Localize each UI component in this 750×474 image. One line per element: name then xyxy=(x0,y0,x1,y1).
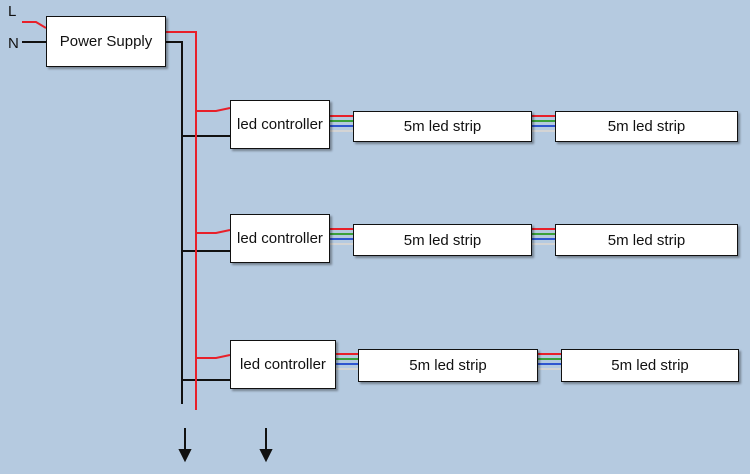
led-strip-label: 5m led strip xyxy=(611,357,689,374)
led-strip-box-3b: 5m led strip xyxy=(561,349,739,382)
led-controller-label: led controller xyxy=(237,230,323,247)
rgb-bus-bundle xyxy=(330,228,353,245)
rgb-bus-bundle xyxy=(532,228,555,245)
led-strip-box-1b: 5m led strip xyxy=(555,111,738,142)
led-strip-label: 5m led strip xyxy=(607,118,686,135)
led-strip-box-3a: 5m led strip xyxy=(358,349,538,382)
neutral-wires xyxy=(22,41,230,404)
rgb-bus-bundle xyxy=(330,115,353,132)
led-controller-box-3: led controller xyxy=(230,340,336,389)
arrows xyxy=(178,428,273,463)
rgb-bus-bundle xyxy=(532,115,555,132)
led-strip-label: 5m led strip xyxy=(403,231,482,249)
live-branch-row3 xyxy=(196,354,231,359)
neutral-input-label: N xyxy=(8,35,19,52)
live-bus-wire xyxy=(166,31,197,410)
rgb-bus-bundle xyxy=(538,353,561,370)
led-strip-box-1a: 5m led strip xyxy=(353,111,532,142)
rgb-buses xyxy=(330,115,561,370)
led-controller-box-2: led controller xyxy=(230,214,330,263)
led-strip-box-2b: 5m led strip xyxy=(555,224,738,256)
live-wires xyxy=(22,21,231,410)
led-strip-label: 5m led strip xyxy=(403,118,482,135)
down-arrow-icon xyxy=(178,428,192,463)
led-strip-label: 5m led strip xyxy=(607,231,686,249)
led-strip-label: 5m led strip xyxy=(409,357,487,374)
led-controller-label: led controller xyxy=(237,116,323,133)
neutral-bus-wire xyxy=(166,41,183,404)
led-controller-box-1: led controller xyxy=(230,100,330,149)
led-controller-label: led controller xyxy=(240,356,326,373)
rgb-bus-bundle xyxy=(336,353,358,370)
live-branch-row2 xyxy=(196,229,231,234)
line-input-label: L xyxy=(8,3,17,20)
power-supply-box: Power Supply xyxy=(46,16,166,67)
live-input-wire xyxy=(22,21,47,29)
led-strip-box-2a: 5m led strip xyxy=(353,224,532,256)
down-arrow-icon xyxy=(259,428,273,463)
live-branch-row1 xyxy=(196,107,231,112)
power-supply-label: Power Supply xyxy=(59,33,153,50)
